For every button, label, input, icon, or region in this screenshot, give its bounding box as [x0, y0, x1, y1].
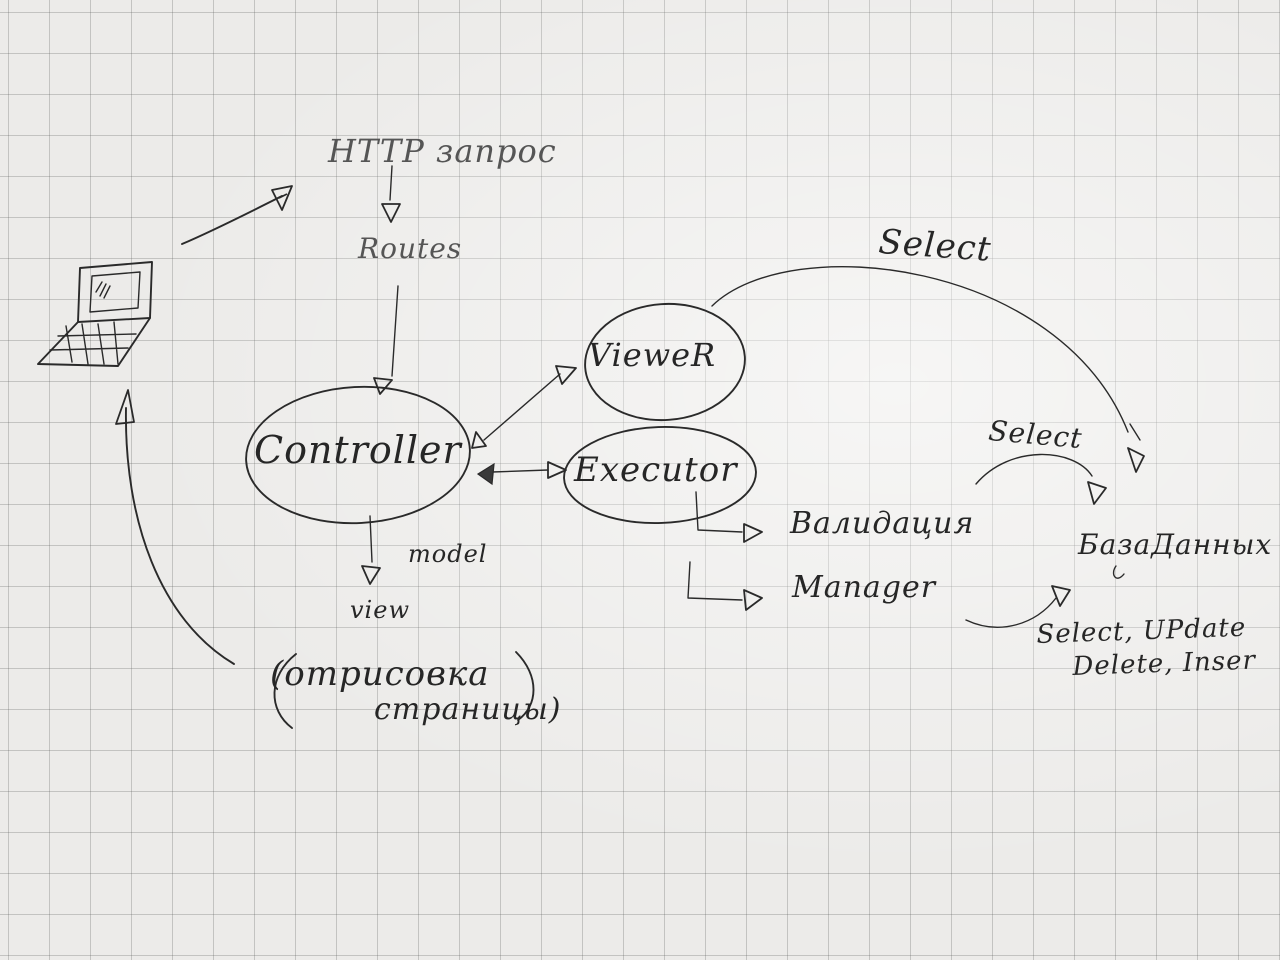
arrow-controller-executor [476, 461, 567, 486]
routes-label: Routes [358, 232, 463, 265]
viewer-label: VieweR [588, 336, 717, 374]
open-paren [273, 653, 297, 729]
arrow-render-to-laptop [115, 389, 235, 665]
database-label: БазаДанных [1078, 528, 1273, 561]
manager-label: Manager [792, 570, 937, 605]
view-label: view [350, 596, 410, 624]
sql-operations-line2: Delete, Inser [1072, 645, 1257, 682]
model-label: model [408, 540, 487, 568]
arrow-executor-to-validation [695, 491, 763, 543]
viewer-node [584, 302, 746, 422]
executor-node [563, 425, 757, 525]
render-label-line1: (отрисовка [270, 654, 490, 694]
arrow-viewer-to-database [711, 265, 1145, 473]
arrow-executor-to-manager [687, 561, 763, 611]
database-underline-squiggle [1112, 565, 1125, 579]
render-label-line2: страницы) [374, 692, 562, 727]
validation-label: Валидация [790, 506, 975, 541]
model-label-text: model [408, 540, 488, 568]
controller-node [245, 385, 471, 525]
controller-label: Controller [254, 428, 462, 472]
arrow-routes-to-controller [373, 165, 401, 395]
arrow-controller-to-view [361, 515, 381, 585]
select-label-top: Select [877, 222, 993, 270]
close-paren [515, 651, 535, 721]
arrow-controller-viewer [471, 365, 577, 449]
arrow-manager-to-database [965, 585, 1071, 628]
arrow-laptop-to-http [181, 185, 293, 245]
laptop-icon [37, 261, 153, 367]
http-request-label: HTTP запрос [328, 132, 557, 170]
executor-label: Executor [574, 450, 738, 490]
arrow-validation-to-database [975, 453, 1107, 505]
select-tick [1129, 423, 1141, 441]
